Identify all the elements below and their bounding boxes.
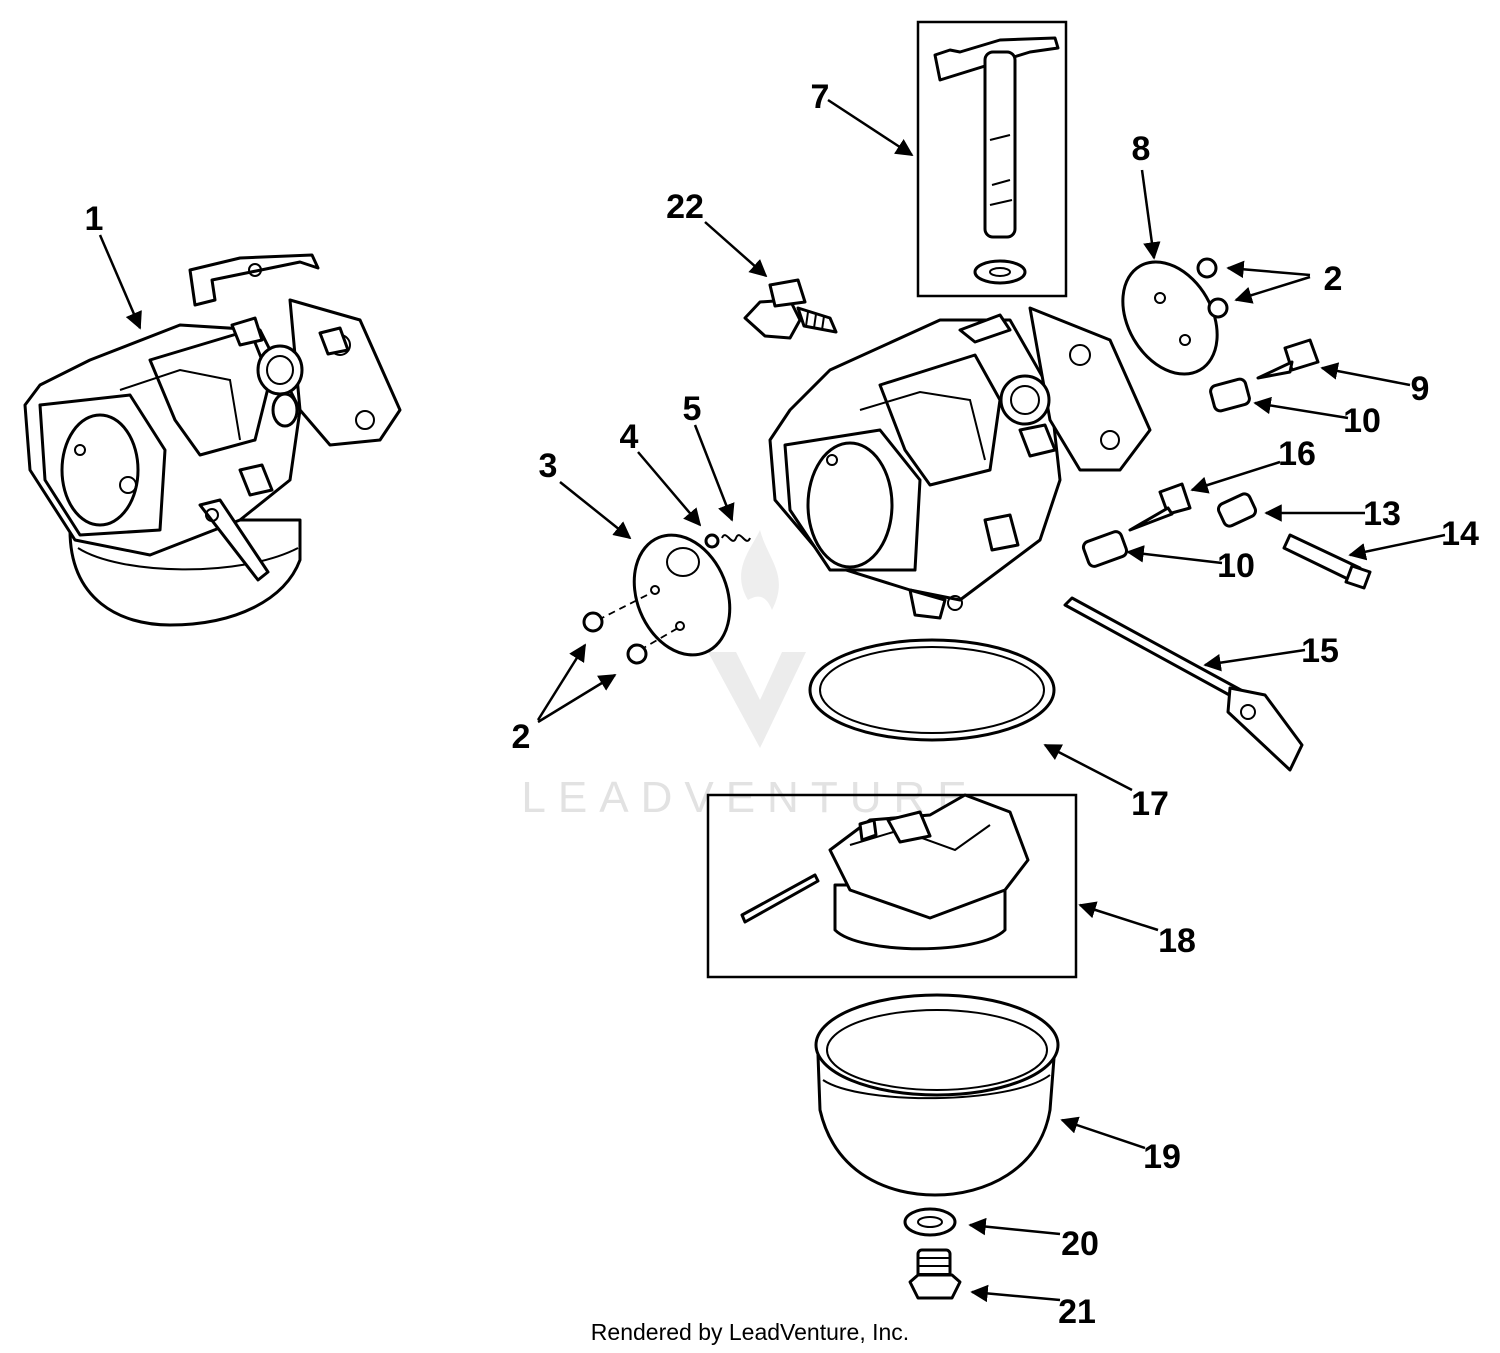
watermark-text: LEADVENTURE [521,773,978,822]
part-15-choke-shaft[interactable] [1063,596,1304,772]
callout-13: 13 [1363,495,1401,533]
callout-16: 16 [1278,435,1316,473]
callout-10-lower: 10 [1217,547,1255,585]
callout-18: 18 [1158,922,1196,960]
callout-7: 7 [811,78,830,116]
part-2-screws-left[interactable] [582,611,648,665]
footer-credit: Rendered by LeadVenture, Inc. [591,1319,909,1345]
callout-2-right: 2 [1324,260,1343,298]
callout-20: 20 [1061,1225,1099,1263]
watermark: LEADVENTURE [521,530,978,822]
part-21-bolt[interactable] [908,1248,962,1300]
part-carburetor-body[interactable] [768,306,1152,620]
callout-labels: 1 2 2 3 4 5 7 8 9 10 10 13 14 15 16 17 1… [85,78,1479,1331]
part-10-spring-lower[interactable] [1081,530,1129,568]
part-9-needle-valve[interactable] [1256,338,1320,380]
part-17-bowl-gasket[interactable] [808,638,1056,742]
callout-5: 5 [683,390,702,428]
callout-4: 4 [620,418,639,456]
callout-15: 15 [1301,632,1339,670]
callout-17: 17 [1131,785,1169,823]
callout-3: 3 [539,447,558,485]
callout-10-upper: 10 [1343,402,1381,440]
part-10-spring-upper[interactable] [1209,377,1251,413]
callout-2-left: 2 [512,718,531,756]
part-20-washer[interactable] [903,1207,957,1237]
part-16-screw[interactable] [1128,482,1192,532]
part-4-ball[interactable] [704,533,720,549]
callout-19: 19 [1143,1138,1181,1176]
part-2-screws-right[interactable] [1196,257,1229,319]
part-8-throttle-plate[interactable] [1104,245,1237,391]
part-7-box [916,20,1068,298]
callout-21: 21 [1058,1293,1096,1331]
part-7-throttle-shaft[interactable] [933,36,1060,285]
callout-22: 22 [666,188,704,226]
part-5-spring[interactable] [721,534,751,542]
callout-14: 14 [1441,515,1479,553]
part-3-choke-plate[interactable] [597,521,747,670]
callout-9: 9 [1411,370,1430,408]
part-19-float-bowl[interactable] [814,993,1060,1197]
part-22-fuel-fitting[interactable] [743,278,838,340]
leader-arrows [98,98,1446,1303]
part-carburetor-assembly[interactable] [23,253,402,627]
callout-8: 8 [1132,130,1151,168]
part-18-box [706,793,1078,979]
callout-1: 1 [85,200,104,238]
part-14-screw[interactable] [1282,533,1372,590]
part-13-spring[interactable] [1216,492,1258,528]
part-18-float[interactable] [740,793,1030,951]
